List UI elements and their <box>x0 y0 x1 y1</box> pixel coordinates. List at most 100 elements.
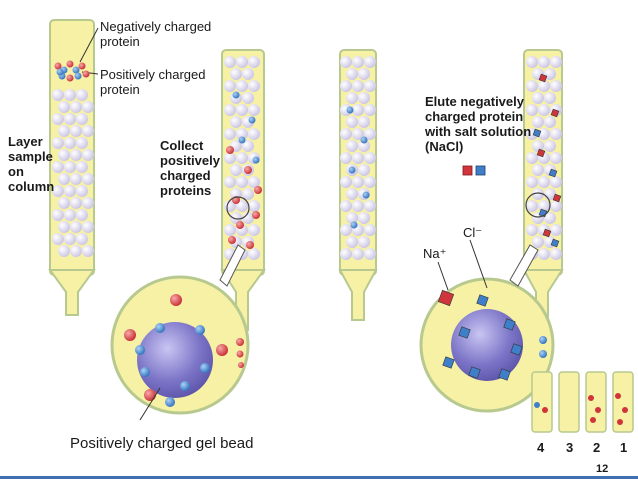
label-layer-sample: Layer sample on column <box>8 134 55 194</box>
chloride-ion <box>510 343 523 356</box>
gel-bead <box>532 140 544 152</box>
gel-bead <box>64 89 76 101</box>
magnifier-ring-left <box>226 196 250 220</box>
gel-bead <box>76 113 88 125</box>
gel-bead <box>52 209 64 221</box>
label-collect-positive: Collect positively charged proteins <box>160 138 220 198</box>
gel-bead <box>532 92 544 104</box>
gel-bead <box>532 188 544 200</box>
chloride-ion <box>458 326 471 339</box>
gel-bead <box>346 188 358 200</box>
gel-bead <box>70 221 82 233</box>
gel-bead <box>70 125 82 137</box>
gel-bead <box>358 164 370 176</box>
label-negatively-charged: Negatively charged protein <box>100 19 212 49</box>
negative-protein <box>252 156 260 164</box>
gel-bead <box>544 212 556 224</box>
gel-bead <box>248 128 260 140</box>
gel-bead <box>230 164 242 176</box>
gel-bead <box>364 56 376 68</box>
gel-bead <box>358 140 370 152</box>
positive-protein <box>228 236 236 244</box>
gel-bead <box>58 125 70 137</box>
gel-bead <box>52 233 64 245</box>
gel-bead <box>526 104 538 116</box>
gel-bead <box>230 212 242 224</box>
gel-bead <box>64 113 76 125</box>
gel-bead <box>70 173 82 185</box>
gel-bead <box>236 80 248 92</box>
gel-bead <box>248 224 260 236</box>
positive-protein <box>236 221 244 229</box>
chloride-ion <box>498 368 511 381</box>
negative-protein <box>140 367 150 377</box>
gel-bead <box>358 68 370 80</box>
negative-protein <box>180 381 190 391</box>
gel-bead <box>224 56 236 68</box>
gel-bead <box>532 116 544 128</box>
gel-bead <box>538 248 550 260</box>
protein-particle <box>72 66 80 74</box>
gel-bead <box>358 236 370 248</box>
gel-bead <box>358 92 370 104</box>
chloride-ion <box>550 238 560 248</box>
gel-bead <box>538 104 550 116</box>
sodium-ion <box>550 108 560 118</box>
protein-particle <box>66 60 74 68</box>
gel-bead <box>340 56 352 68</box>
gel-bead <box>364 104 376 116</box>
gel-bead <box>340 224 352 236</box>
gel-bead <box>358 212 370 224</box>
gel-bead <box>364 200 376 212</box>
gel-bead <box>352 152 364 164</box>
magnified-bead-left <box>110 244 250 415</box>
positive-protein <box>170 294 182 306</box>
gel-bead <box>224 224 236 236</box>
gel-bead <box>58 149 70 161</box>
protein-particle <box>66 74 74 82</box>
gel-bead <box>550 200 562 212</box>
chloride-ion <box>503 318 516 331</box>
gel-bead <box>340 248 352 260</box>
gel-bead <box>82 173 94 185</box>
gel-bead <box>550 80 562 92</box>
gel-bead <box>340 80 352 92</box>
label-na-ion: Na⁺ <box>423 246 447 261</box>
gel-bead <box>236 128 248 140</box>
negative-protein <box>135 345 145 355</box>
gel-bead <box>230 68 242 80</box>
gel-bead <box>340 152 352 164</box>
chloride-ion <box>442 356 455 369</box>
negative-protein <box>360 136 368 144</box>
gel-bead <box>224 128 236 140</box>
gel-bead <box>82 221 94 233</box>
gel-bead <box>550 152 562 164</box>
positive-protein <box>246 241 254 249</box>
magnified-bead-right <box>419 244 555 413</box>
gel-bead <box>352 104 364 116</box>
gel-bead <box>346 68 358 80</box>
tube-label-3: 3 <box>566 440 574 455</box>
gel-bead <box>224 152 236 164</box>
gel-bead <box>58 245 70 257</box>
negative-protein <box>155 323 165 333</box>
gel-bead <box>532 164 544 176</box>
gel-bead <box>544 92 556 104</box>
gel-bead <box>248 56 260 68</box>
gel-bead <box>544 68 556 80</box>
gel-bead <box>346 236 358 248</box>
positive-protein <box>244 166 252 174</box>
gel-bead <box>52 89 64 101</box>
gel-bead <box>224 80 236 92</box>
gel-bead <box>70 197 82 209</box>
gel-bead <box>364 248 376 260</box>
protein-particle <box>78 62 86 70</box>
label-elute-negative: Elute negatively charged protein with sa… <box>425 94 532 154</box>
gel-bead <box>82 245 94 257</box>
gel-bead <box>242 68 254 80</box>
gel-bead <box>76 89 88 101</box>
leader-na <box>437 261 449 291</box>
protein-particle <box>56 68 64 76</box>
sodium-ion <box>437 289 455 307</box>
